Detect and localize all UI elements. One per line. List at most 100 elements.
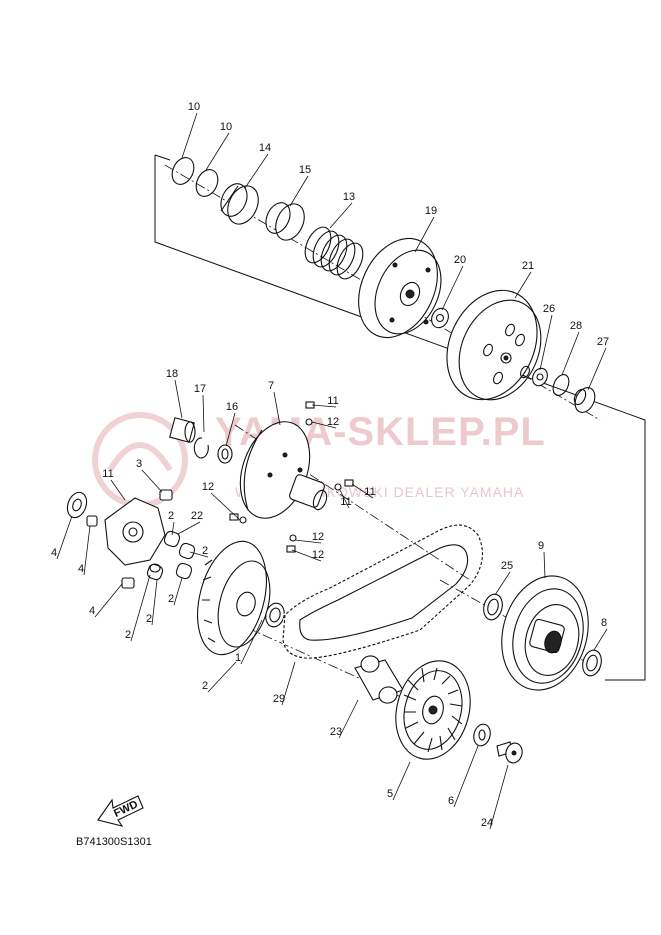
- slider-4b: [86, 515, 98, 527]
- callout-number: 2: [202, 545, 208, 557]
- bolt-25: [496, 741, 523, 764]
- leader-line: [207, 661, 237, 693]
- assembly-frame: [154, 154, 646, 681]
- slider-4a: [159, 489, 173, 501]
- leader-line: [173, 577, 183, 606]
- primary-sheave-1: [197, 540, 271, 656]
- callout-number: 7: [268, 380, 274, 392]
- fwd-arrow-icon: FWD: [97, 795, 144, 827]
- fan-sheave-6: [395, 660, 471, 760]
- callout-number: 26: [543, 303, 555, 315]
- leader-line: [244, 153, 269, 189]
- leader-line: [593, 628, 608, 651]
- clutch-carrier-19: [358, 237, 442, 339]
- clip-9b: [582, 649, 602, 677]
- leader-line: [514, 271, 532, 299]
- leader-line: [489, 764, 509, 830]
- leader-line: [94, 583, 123, 618]
- nut-20: [431, 307, 449, 329]
- callout-number: 19: [425, 205, 437, 217]
- leader-line: [130, 574, 151, 642]
- callout-number: 11: [327, 395, 338, 407]
- clutch-housing-21: [446, 289, 542, 401]
- sliding-sheave-7: [239, 421, 328, 519]
- leader-line: [311, 421, 337, 429]
- leader-line: [171, 521, 175, 536]
- leader-line: [291, 549, 322, 562]
- callout-number: 2: [146, 613, 152, 625]
- slider-4c: [121, 577, 135, 589]
- bearing-18: [169, 417, 196, 443]
- callout-number: 14: [259, 142, 271, 154]
- callout-number: 1: [235, 652, 241, 664]
- callout-number: 11: [102, 468, 113, 480]
- callout-number: 13: [343, 191, 355, 203]
- callout-number: 17: [194, 383, 206, 395]
- callout-number: 4: [89, 605, 95, 617]
- callout-number: 23: [330, 726, 342, 738]
- leader-line: [273, 391, 281, 426]
- collar-14: [220, 183, 259, 225]
- callout-number: 12: [327, 416, 339, 428]
- callout-number: 2: [125, 629, 131, 641]
- callout-number: 15: [299, 164, 311, 176]
- leader-line: [441, 265, 464, 311]
- leader-line: [177, 521, 201, 535]
- leader-line: [494, 571, 511, 596]
- callout-number: 10: [188, 101, 200, 113]
- leader-line: [543, 551, 546, 579]
- leader-lines: [56, 112, 608, 830]
- leader-line: [181, 112, 198, 159]
- leader-line: [338, 699, 359, 739]
- clip-9a: [483, 593, 503, 621]
- callout-number: 24: [481, 817, 493, 829]
- callout-number: 21: [522, 260, 534, 272]
- bearing-27: [573, 387, 596, 413]
- clip-17: [193, 437, 209, 459]
- leader-line: [110, 479, 126, 501]
- diagram-code: B741300S1301: [76, 836, 152, 848]
- callout-number: 2: [202, 680, 208, 692]
- leader-line: [210, 492, 241, 521]
- clip-ring-10b: [195, 169, 219, 197]
- leader-line: [587, 347, 607, 391]
- leader-line: [56, 515, 73, 560]
- callout-number: 25: [501, 560, 513, 572]
- leader-line: [240, 619, 263, 665]
- leader-line: [205, 132, 230, 171]
- washer-22: [66, 491, 88, 519]
- leader-line: [202, 394, 205, 433]
- leader-line: [225, 412, 236, 447]
- leader-line: [189, 551, 209, 558]
- callout-number: 8: [601, 617, 607, 629]
- leader-line: [281, 661, 296, 706]
- leader-line: [414, 216, 435, 253]
- leader-line: [141, 469, 163, 493]
- callout-number: 18: [166, 368, 178, 380]
- leader-line: [351, 483, 374, 499]
- leader-line: [294, 539, 322, 544]
- leader-line: [561, 331, 580, 376]
- callout-number: 11: [340, 496, 351, 508]
- callout-number: 20: [454, 254, 466, 266]
- spring-13: [304, 226, 364, 280]
- collar-5: [354, 655, 404, 704]
- weights-2: [146, 530, 196, 581]
- callout-number: 2: [168, 510, 174, 522]
- callout-number: 12: [312, 531, 324, 543]
- v-belt-23: [281, 523, 484, 660]
- callout-number: 9: [538, 540, 544, 552]
- callout-number: 4: [51, 547, 57, 559]
- collar-15: [265, 202, 305, 241]
- leader-line: [339, 489, 350, 509]
- washer-28: [552, 374, 570, 396]
- secondary-sheave-8: [501, 575, 589, 691]
- seal-16: [217, 444, 233, 464]
- callout-number: 11: [364, 486, 375, 498]
- callout-number: 12: [202, 481, 214, 493]
- seal-29: [265, 602, 285, 628]
- callout-number: 29: [273, 693, 285, 705]
- clip-ring-10a: [171, 157, 195, 185]
- leader-line: [311, 404, 337, 408]
